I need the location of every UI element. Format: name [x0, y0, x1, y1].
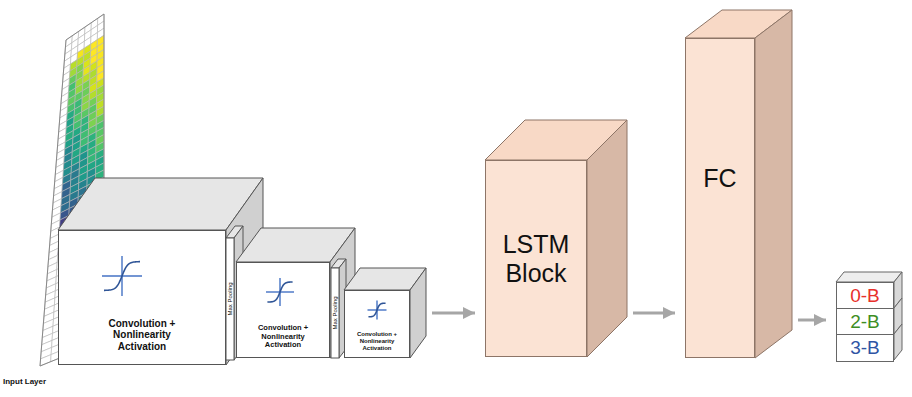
conv-block: Convolution + Nonlinearity Activation	[236, 262, 330, 358]
pooling-label: Max Pooling	[227, 282, 233, 315]
conv-block: Convolution + Nonlinearity Activation	[58, 230, 226, 365]
block-label: Convolution + Nonlinearity Activation	[352, 331, 402, 352]
flow-arrow	[633, 312, 675, 315]
output-class-box: 3-B	[836, 334, 894, 362]
class-label: 2-B	[850, 311, 880, 333]
layer-block: LSTM Block	[485, 160, 587, 357]
output-class-box: 2-B	[836, 308, 894, 336]
side-face	[755, 10, 792, 358]
layer-block: FC	[685, 38, 755, 358]
conv-block: Convolution + Nonlinearity Activation	[344, 290, 410, 358]
block-label: Convolution + Nonlinearity Activation	[250, 324, 316, 350]
pooling-label: Max Pooling	[332, 296, 338, 329]
block-faces	[485, 120, 627, 357]
layer-caption: Input Layer	[3, 378, 46, 386]
block-label: Convolution + Nonlinearity Activation	[97, 318, 187, 353]
side-face	[410, 268, 426, 358]
block-faces	[344, 268, 426, 358]
side-face	[587, 120, 627, 357]
output-class-box: 0-B	[836, 282, 894, 310]
layer-label: LSTM Block	[489, 230, 583, 288]
class-label: 3-B	[850, 337, 880, 359]
layer-label: FC	[703, 164, 736, 193]
block-faces	[894, 324, 902, 360]
heatmap-cell	[40, 355, 51, 366]
side-face	[894, 324, 902, 360]
flow-arrow	[798, 319, 826, 322]
class-label: 0-B	[850, 285, 880, 307]
flow-arrow	[432, 312, 475, 315]
block-faces	[685, 10, 792, 358]
block-faces	[58, 178, 263, 365]
top-face	[836, 272, 902, 282]
block-faces	[236, 228, 355, 358]
